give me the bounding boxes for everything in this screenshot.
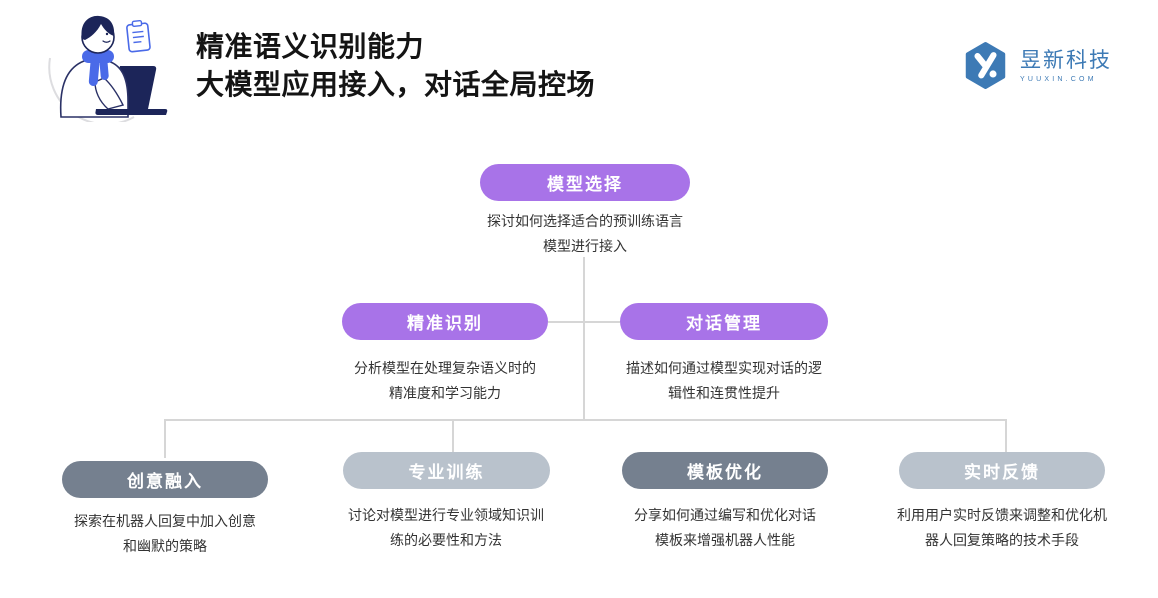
title-line-1: 精准语义识别能力 — [196, 31, 425, 62]
person-laptop-illustration-svg — [48, 15, 168, 126]
connector-drop-creative — [164, 419, 166, 458]
scarf-tail-2 — [99, 59, 109, 80]
node-dialogue-management: 对话管理 — [620, 303, 828, 340]
company-logo: 昱新科技 YUUXIN.COM — [962, 40, 1112, 91]
logo-text: 昱新科技 YUUXIN.COM — [1020, 49, 1112, 83]
person-hair — [81, 15, 115, 40]
node-template-optimization-description: 分享如何通过编写和优化对话 模板来增强机器人性能 — [634, 507, 816, 548]
scarf-tail — [88, 59, 100, 86]
scarf-collar — [82, 50, 114, 63]
hexagon-y-logo-icon — [965, 42, 1006, 89]
connector-root-vertical — [583, 257, 585, 420]
page-title: 精准语义识别能力 大模型应用接入，对话全局控场 — [196, 28, 595, 104]
node-dialogue-management-description: 描述如何通过模型实现对话的逻 辑性和连贯性提升 — [626, 360, 822, 401]
node-precise-recognition: 精准识别 — [342, 303, 548, 340]
eye — [105, 32, 109, 36]
laptop-base — [95, 109, 168, 115]
notepad-icon — [126, 20, 151, 53]
connector-drop-training — [452, 419, 454, 452]
connector-leaves-horizontal — [164, 419, 1007, 421]
node-precise-recognition-description: 分析模型在处理复杂语义时的 精准度和学习能力 — [354, 360, 536, 401]
person-laptop-illustration — [46, 8, 178, 126]
node-model-selection: 模型选择 — [480, 164, 690, 201]
title-line-2: 大模型应用接入，对话全局控场 — [196, 69, 596, 100]
node-professional-training-description: 讨论对模型进行专业领域知识训 练的必要性和方法 — [348, 507, 544, 548]
node-professional-training: 专业训练 — [343, 452, 550, 489]
smile — [102, 40, 111, 43]
logo-domain: YUUXIN.COM — [1020, 75, 1097, 83]
connector-branches-horizontal — [548, 321, 620, 323]
node-creative-integration-description: 探索在机器人回复中加入创意 和幽默的策略 — [74, 513, 256, 554]
node-model-selection-description: 探讨如何选择适合的预训练语言 模型进行接入 — [487, 213, 683, 254]
connector-drop-feedback — [1005, 419, 1007, 452]
node-creative-integration: 创意融入 — [62, 461, 268, 498]
node-realtime-feedback: 实时反馈 — [899, 452, 1105, 489]
node-template-optimization: 模板优化 — [622, 452, 828, 489]
node-realtime-feedback-description: 利用用户实时反馈来调整和优化机 器人回复策略的技术手段 — [897, 507, 1107, 548]
logo-company-name: 昱新科技 — [1020, 48, 1112, 72]
